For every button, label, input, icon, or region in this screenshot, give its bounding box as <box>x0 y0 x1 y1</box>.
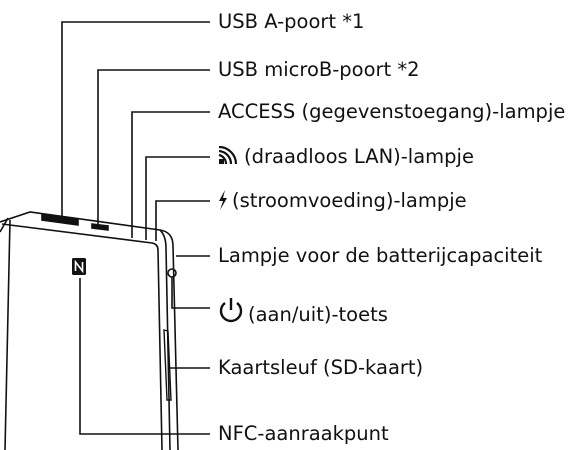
label-card-slot: Kaartsleuf (SD-kaart) <box>218 356 423 380</box>
device-body-outline <box>0 211 179 450</box>
label-power-button: (aan/uit)-toets <box>218 296 388 330</box>
battery-indicator-lamp <box>167 268 177 278</box>
device-front-face <box>1 223 163 450</box>
label-power-lamp-text: (stroomvoeding)-lampje <box>232 189 467 212</box>
power-symbol-icon <box>218 296 244 330</box>
label-access-lamp-text: ACCESS (gegevenstoegang)-lampje <box>218 100 566 123</box>
device-front-bezel <box>0 217 11 450</box>
label-access-lamp: ACCESS (gegevenstoegang)-lampje <box>218 100 565 124</box>
nfc-logo-icon <box>72 258 86 275</box>
label-usb-a-port: USB A-poort *1 <box>218 10 364 34</box>
label-nfc-point: NFC-aanraakpunt <box>218 422 389 446</box>
leader-wlan <box>145 156 210 240</box>
leader-access <box>131 111 210 238</box>
label-power-button-text: (aan/uit)-toets <box>248 303 388 326</box>
leader-usb-micro <box>97 69 210 226</box>
lightning-bolt-icon <box>218 190 228 216</box>
label-nfc-point-text: NFC-aanraakpunt <box>218 422 389 445</box>
label-wlan-lamp: (draadloos LAN)-lampje <box>218 145 474 172</box>
usb-a-port <box>41 213 79 226</box>
label-card-slot-text: Kaartsleuf (SD-kaart) <box>218 356 424 379</box>
leader-usb-a <box>61 21 210 218</box>
leader-nfc <box>79 278 210 435</box>
label-power-lamp: (stroomvoeding)-lampje <box>218 189 467 216</box>
device-back-edge <box>159 229 171 450</box>
wireless-lan-icon <box>218 145 240 172</box>
label-usb-a-port-text: USB A-poort *1 <box>218 10 365 33</box>
leader-power-lamp <box>155 200 210 241</box>
sd-card-slot <box>163 329 172 401</box>
leader-power-button <box>171 277 210 309</box>
label-battery-lamp: Lampje voor de batterijcapaciteit <box>218 244 542 268</box>
label-usb-micro-port: USB microB-poort *2 <box>218 58 420 82</box>
label-wlan-lamp-text: (draadloos LAN)-lampje <box>244 145 474 168</box>
label-battery-lamp-text: Lampje voor de batterijcapaciteit <box>218 244 543 267</box>
label-usb-micro-port-text: USB microB-poort *2 <box>218 58 420 81</box>
usb-micro-port <box>91 223 109 231</box>
